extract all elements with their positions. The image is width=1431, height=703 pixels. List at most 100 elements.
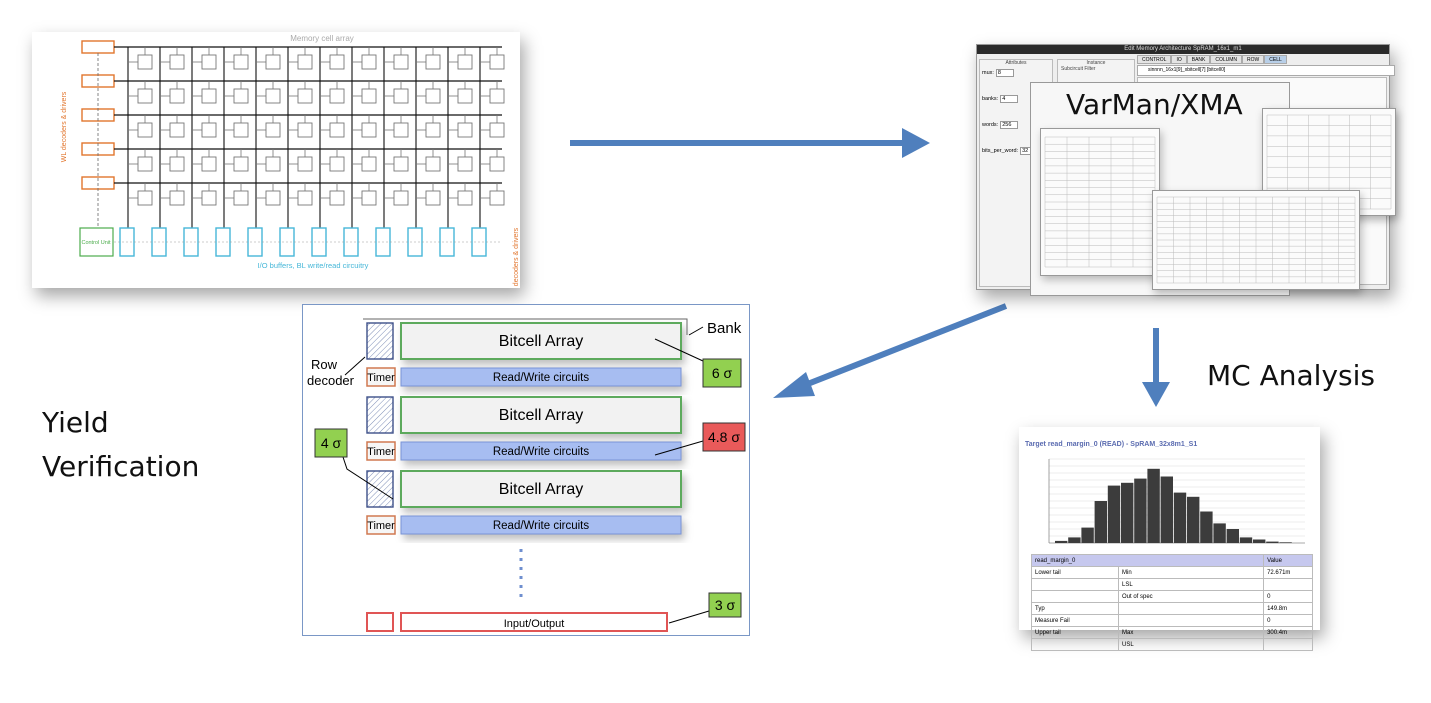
sigma-badge [708, 592, 742, 618]
mc-table-cell: 72.671m [1263, 566, 1313, 579]
histogram-bar [1160, 476, 1173, 543]
varman-field-input[interactable]: 8 [995, 69, 1014, 77]
rw-circuits-block [400, 367, 682, 387]
histogram-bar [1107, 485, 1121, 543]
varman-tab-io[interactable]: IO [1171, 55, 1187, 64]
memory-cell [489, 88, 505, 104]
io-left-box [366, 612, 394, 632]
memory-cell [201, 122, 217, 138]
row-decoder-label-1: Row [311, 357, 338, 372]
mc-table-cell [1031, 578, 1119, 591]
varman-field-input[interactable]: 4 [1000, 95, 1019, 103]
mc-table-cell [1263, 578, 1313, 591]
io-bar-label: Input/Output [504, 618, 565, 630]
memory-cell [169, 54, 185, 70]
varman-tab-control[interactable]: CONTROL [1137, 55, 1172, 64]
memory-cell [489, 54, 505, 70]
rw-circuits-label: Read/Write circuits [493, 372, 590, 384]
memory-cell [297, 190, 313, 206]
memory-cell [393, 122, 409, 138]
memory-array-title: Memory cell array [290, 34, 354, 43]
varman-tab-row[interactable]: ROW [1242, 55, 1265, 64]
histogram-bar [1226, 529, 1239, 543]
memory-cell [169, 122, 185, 138]
yield-label-line2: Verification [42, 450, 200, 483]
mc-result-panel: Target read_margin_0 (READ) - SpRAM_32x8… [1019, 427, 1320, 651]
mc-table-cell [1117, 602, 1265, 615]
timer-label: Timer [367, 520, 395, 532]
bl-decoders-label: decoders & drivers [513, 227, 520, 286]
varman-title: VarMan/XMA [1066, 88, 1243, 121]
memory-cell [297, 122, 313, 138]
bank-label: Bank [707, 320, 742, 337]
io-buffers-label: I/O buffers, BL write/read circuitry [258, 261, 369, 270]
varman-field-input[interactable]: 256 [1000, 121, 1019, 129]
rw-circuits-label: Read/Write circuits [493, 446, 590, 458]
bitcell-array-label: Bitcell Array [499, 481, 583, 498]
varman-tab-column[interactable]: COLUMN [1210, 55, 1243, 64]
varman-field-label: mux: [982, 70, 994, 76]
wl-decoders-label: WL decoders & drivers [61, 91, 68, 162]
mc-table-cell: Measure Fail [1031, 614, 1119, 627]
memory-cell [329, 88, 345, 104]
varman-tab-bank[interactable]: BANK [1186, 55, 1211, 64]
memory-cell [393, 88, 409, 104]
row-decoder-label-2: decoder [307, 373, 355, 388]
sheet-4-grid [1156, 196, 1356, 284]
instance-label: Instance [1086, 60, 1106, 66]
memory-cell [329, 54, 345, 70]
mc-chart-title: Target read_margin_0 (READ) - SpRAM_32x8… [1025, 441, 1198, 448]
mc-table-cell: LSL [1117, 578, 1265, 591]
memory-cell [489, 156, 505, 172]
histogram-bar [1121, 482, 1134, 543]
memory-cell [233, 156, 249, 172]
bitcell-array-block [400, 322, 682, 360]
mc-table-cell: 300.4m [1263, 626, 1313, 639]
timer-label: Timer [367, 372, 395, 384]
memory-cell [169, 190, 185, 206]
memory-cell [425, 156, 441, 172]
memory-cell [169, 88, 185, 104]
memory-cell [265, 122, 281, 138]
mc-table-cell [1117, 614, 1265, 627]
mc-table-cell: Lower tail [1031, 566, 1119, 579]
memory-cell [265, 190, 281, 206]
histogram-bar [1239, 537, 1253, 543]
subcircuit-filter-label: Subcircuit Filter [1061, 66, 1096, 72]
sigma-badge-value: 6 σ [712, 365, 733, 381]
memory-cell [201, 88, 217, 104]
mc-table-cell: Max [1117, 626, 1265, 639]
memory-cell [361, 54, 377, 70]
sigma-badge [702, 422, 746, 452]
memory-cell [233, 122, 249, 138]
histogram-bar [1081, 527, 1094, 543]
histogram-bar [1279, 542, 1292, 543]
varman-path-bar: sinnnn_16x1[9]_xbitcell[7] [bitcell0] [1137, 65, 1395, 76]
sigma-badge-value: 4 σ [321, 435, 342, 451]
memory-cell [297, 156, 313, 172]
varman-field-label: banks: [982, 96, 999, 102]
histogram-bar [1266, 541, 1279, 543]
histogram-bar [1147, 468, 1160, 543]
memory-cell [201, 190, 217, 206]
memory-cell [361, 190, 377, 206]
mc-table-cell: Out of spec [1117, 590, 1265, 603]
memory-cell [489, 190, 505, 206]
timer-label: Timer [367, 446, 395, 458]
mc-table-row: USL [1031, 638, 1313, 651]
mc-table-cell: Typ [1031, 602, 1119, 615]
memory-cell [457, 122, 473, 138]
sheet-3-grid [1044, 136, 1156, 268]
mc-table-cell: Upper tail [1031, 626, 1119, 639]
varman-tab-cell[interactable]: CELL [1264, 55, 1287, 64]
memory-cell [361, 122, 377, 138]
memory-array-diagram: Memory cell array WL decoders & drivers … [61, 34, 520, 286]
bitcell-array-block [400, 396, 682, 434]
